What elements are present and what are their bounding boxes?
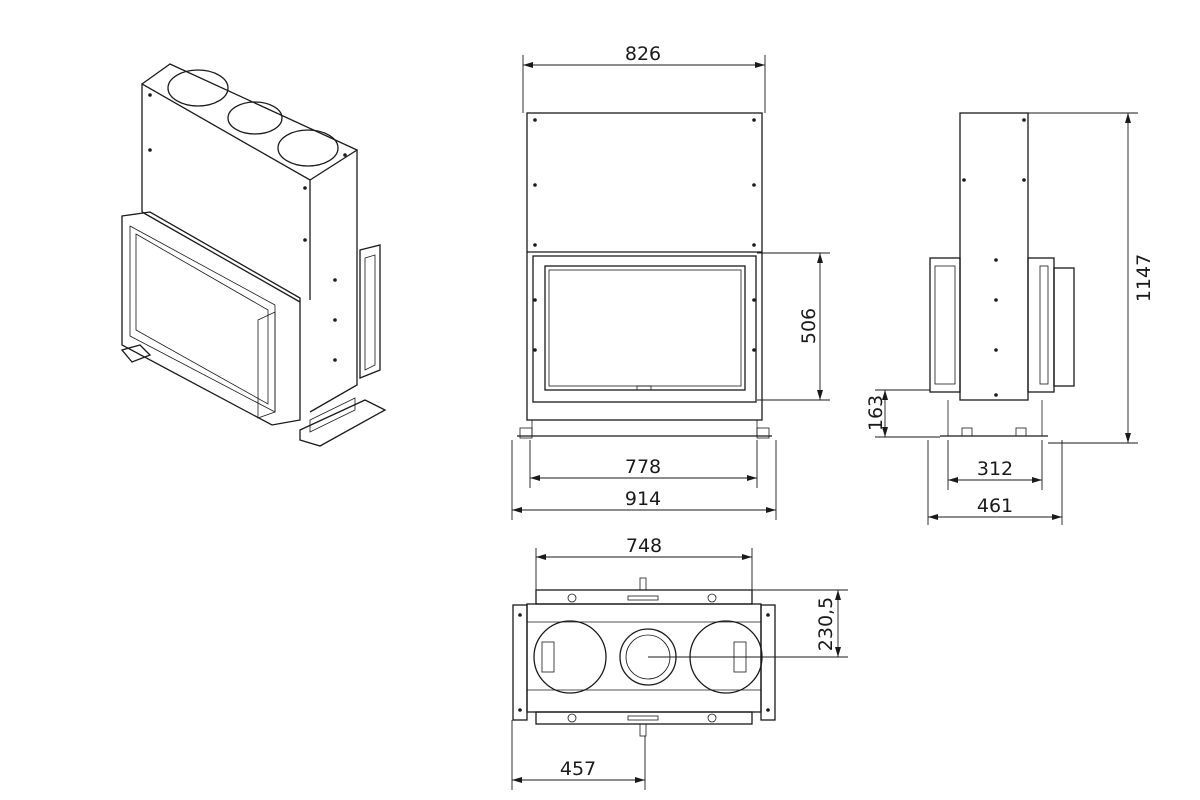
dim-778: 778	[625, 456, 661, 478]
side-view	[929, 112, 1075, 437]
top-dimensions: 748 230,5 457	[511, 535, 848, 790]
dim-1147: 1147	[1133, 254, 1155, 302]
dim-312: 312	[977, 458, 1013, 480]
dim-230-5: 230,5	[815, 597, 837, 651]
top-view	[512, 577, 776, 737]
front-dimensions: 826 506 778 914	[511, 43, 830, 520]
isometric-view	[120, 63, 387, 447]
dim-914: 914	[625, 488, 661, 510]
dim-461: 461	[977, 495, 1013, 517]
dim-163: 163	[865, 395, 887, 431]
dim-826: 826	[625, 43, 661, 65]
front-view	[517, 112, 772, 439]
dim-748: 748	[626, 535, 662, 557]
side-dimensions: 1147 163 312 461	[865, 112, 1155, 525]
dim-506: 506	[798, 308, 820, 344]
dim-457: 457	[560, 758, 596, 780]
